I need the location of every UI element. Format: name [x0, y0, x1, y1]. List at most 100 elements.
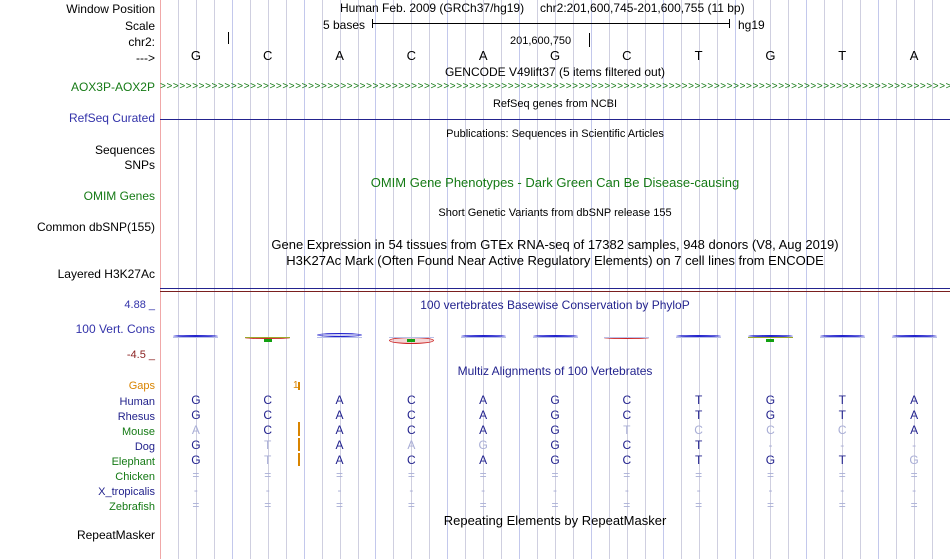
- alignment-base: G: [550, 408, 560, 422]
- alignment-base: G: [765, 393, 776, 407]
- scale-label: 5 bases: [323, 18, 366, 32]
- gridline: [896, 0, 897, 559]
- alignment-base: C: [407, 423, 416, 437]
- alignment-base: =: [838, 498, 846, 512]
- label-repeatmasker[interactable]: RepeatMasker: [76, 528, 155, 542]
- track-title-gencode: GENCODE V49lift37 (5 items filtered out): [444, 65, 666, 79]
- reference-base: C: [406, 48, 417, 63]
- alignment-base: =: [407, 498, 415, 512]
- label-100-vert-cons[interactable]: 100 Vert. Cons: [75, 322, 155, 336]
- alignment-base: =: [264, 468, 272, 482]
- reference-base: C: [622, 48, 632, 63]
- conservation-bar: [892, 335, 937, 337]
- label-refseq-curated[interactable]: RefSeq Curated: [68, 111, 155, 125]
- gridline: [304, 0, 305, 559]
- alignment-base: =: [192, 498, 200, 512]
- label-species-rhesus[interactable]: Rhesus: [117, 411, 155, 423]
- alignment-base: T: [264, 438, 272, 452]
- alignment-base: T: [694, 453, 703, 467]
- label-species-human[interactable]: Human: [119, 396, 155, 408]
- label-cons-min: -4.5 _: [126, 349, 155, 361]
- reference-base: A: [909, 48, 919, 63]
- gridline: [842, 0, 843, 559]
- label-species-dog[interactable]: Dog: [134, 441, 155, 453]
- alignment-base: G: [550, 438, 560, 452]
- gridline: [609, 0, 610, 559]
- conservation-bar: [173, 335, 218, 337]
- alignment-base: -: [840, 438, 845, 452]
- alignment-base: -: [481, 483, 486, 497]
- alignment-base: A: [910, 393, 919, 407]
- label-species-xtropicalis[interactable]: X_tropicalis: [98, 486, 155, 498]
- gridline: [447, 0, 448, 559]
- gaps-bar-elephant: [298, 453, 300, 466]
- alignment-base: G: [909, 453, 919, 467]
- gridline: [627, 0, 628, 559]
- track-label-column: Window Position Scale chr2: ---> AOX3P-A…: [0, 0, 160, 559]
- track-title-gtex: Gene Expression in 54 tissues from GTEx …: [271, 237, 839, 252]
- reference-base: G: [549, 48, 561, 63]
- gencode-gene-arrows[interactable]: >>>>>>>>>>>>>>>>>>>>>>>>>>>>>>>>>>>>>>>>…: [160, 82, 950, 91]
- conservation-baseline: [892, 337, 937, 338]
- alignment-base: =: [551, 468, 559, 482]
- conservation-baseline: [533, 337, 578, 338]
- gridline: [429, 0, 430, 559]
- alignment-base: =: [910, 468, 918, 482]
- conservation-highlight: [407, 339, 415, 342]
- ruler-tick-mark: [228, 32, 229, 44]
- alignment-base: T: [694, 438, 703, 452]
- alignment-base: =: [407, 468, 415, 482]
- alignment-base: -: [912, 483, 917, 497]
- label-species-elephant[interactable]: Elephant: [111, 456, 155, 468]
- gridline: [770, 0, 771, 559]
- label-omim-genes[interactable]: OMIM Genes: [83, 189, 155, 203]
- gridline: [232, 0, 233, 559]
- alignment-base: T: [623, 423, 631, 437]
- conservation-bar: [533, 335, 578, 337]
- track-title-phylop: 100 vertebrates Basewise Conservation by…: [420, 298, 690, 312]
- gridline: [519, 0, 520, 559]
- label-snps[interactable]: SNPs: [124, 158, 155, 172]
- gridline: [322, 0, 323, 559]
- alignment-base: =: [838, 468, 846, 482]
- alignment-base: G: [191, 438, 201, 452]
- label-layered-h3k27ac[interactable]: Layered H3K27Ac: [57, 267, 155, 281]
- conservation-baseline: [389, 337, 434, 338]
- gridline: [286, 0, 287, 559]
- alignment-base: =: [192, 468, 200, 482]
- reference-base: G: [190, 48, 201, 63]
- reference-base: T: [838, 48, 847, 63]
- gridline: [411, 0, 412, 559]
- alignment-base: T: [838, 453, 846, 467]
- alignment-base: G: [550, 453, 560, 467]
- conservation-baseline: [820, 337, 865, 338]
- gridline: [663, 0, 664, 559]
- label-species-zebrafish[interactable]: Zebrafish: [109, 501, 155, 513]
- gridline: [860, 0, 861, 559]
- track-title-refseq: RefSeq genes from NCBI: [492, 98, 618, 110]
- alignment-base: C: [622, 438, 632, 452]
- position-text: chr2:201,600,745-201,600,755 (11 bp): [540, 1, 745, 15]
- alignment-base: C: [407, 393, 416, 407]
- track-data-panel: Human Feb. 2009 (GRCh37/hg19) chr2:201,6…: [160, 0, 950, 559]
- reference-base: A: [478, 48, 488, 63]
- alignment-base: A: [910, 408, 919, 422]
- gridline: [483, 0, 484, 559]
- label-scale: Scale: [124, 19, 155, 33]
- label-cons-max: 4.88 _: [124, 299, 155, 311]
- label-gencode-gene[interactable]: AOX3P-AOX2P: [70, 80, 155, 94]
- gridline: [375, 0, 376, 559]
- label-common-dbsnp[interactable]: Common dbSNP(155): [36, 220, 155, 234]
- scale-bar: [372, 19, 730, 28]
- conservation-baseline: [173, 337, 218, 338]
- label-sequences[interactable]: Sequences: [94, 143, 155, 157]
- gaps-bar-dog: [298, 438, 300, 451]
- gridline: [340, 0, 341, 559]
- alignment-base: T: [694, 393, 703, 407]
- label-species-chicken[interactable]: Chicken: [115, 471, 155, 483]
- alignment-base: G: [550, 393, 560, 407]
- alignment-base: -: [553, 483, 557, 497]
- label-species-mouse[interactable]: Mouse: [121, 426, 155, 438]
- gridline: [735, 0, 736, 559]
